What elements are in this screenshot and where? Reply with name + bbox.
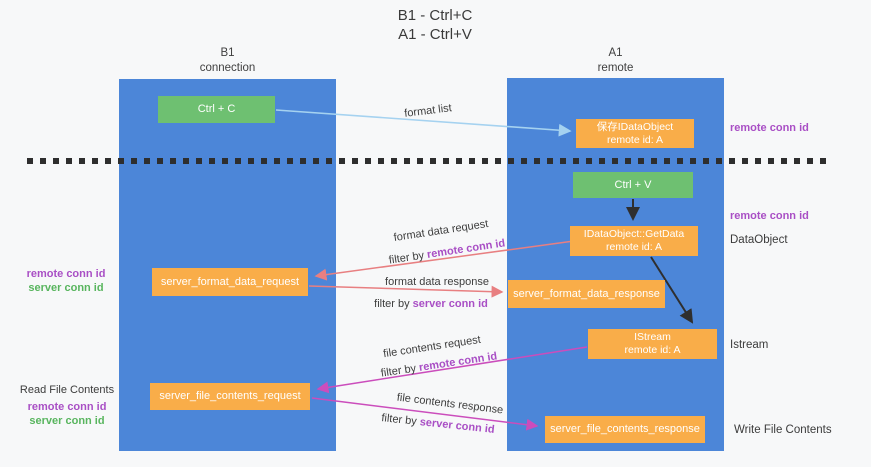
lane-a1-title: A1 xyxy=(608,47,623,59)
annotation-left-remote-conn-id-bottom: remote conn id xyxy=(27,401,107,413)
edge-label-format-data-response: format data response xyxy=(385,276,489,288)
lane-b1-title: B1 xyxy=(220,47,235,59)
node-ctrl-v-label: Ctrl + V xyxy=(614,178,652,191)
annotation-remote-conn-id-top: remote conn id xyxy=(730,122,809,134)
lane-a1-subtitle: remote xyxy=(597,62,634,74)
server-conn-id-text: server conn id xyxy=(419,416,496,436)
annotation-left-server-conn-id-top: server conn id xyxy=(28,282,104,294)
node-save-idataobject: 保存IDataObject remote id: A xyxy=(576,119,694,148)
left-conn-id-group-top: remote conn id server conn id xyxy=(16,267,116,295)
node-istream: IStream remote id: A xyxy=(588,329,717,359)
remote-conn-id-text: remote conn id xyxy=(426,237,506,261)
annotation-remote-conn-id-mid: remote conn id xyxy=(730,210,809,222)
node-server-format-data-request-label: server_format_data_request xyxy=(160,275,300,288)
edge-label-format-data-request: format data request xyxy=(392,218,490,244)
title-line-2: A1 - Ctrl+V xyxy=(398,26,472,43)
edge-label-format-list: format list xyxy=(403,102,453,120)
remote-conn-id-text: remote conn id xyxy=(418,350,498,374)
node-idataobject-getdata: IDataObject::GetData remote id: A xyxy=(570,226,698,256)
diagram-title: B1 - Ctrl+C A1 - Ctrl+V xyxy=(330,6,540,44)
title-line-1: B1 - Ctrl+C xyxy=(397,7,473,24)
dashed-divider-line xyxy=(27,158,833,164)
annotation-istream: Istream xyxy=(730,339,769,351)
node-server-file-contents-response-label: server_file_contents_response xyxy=(550,423,700,435)
node-server-format-data-response-label: server_format_data_response xyxy=(513,287,660,300)
edge-label-file-contents-response-filter: filter by server conn id xyxy=(381,412,495,436)
edge-label-file-contents-response: file contents response xyxy=(396,391,504,417)
annotation-write-file-contents: Write File Contents xyxy=(734,424,832,436)
node-save-idataobject-line2: remote id: A xyxy=(606,133,664,146)
node-idataobject-getdata-line2: remote id: A xyxy=(605,241,663,253)
node-server-file-contents-response: server_file_contents_response xyxy=(545,416,705,443)
annotation-read-file-contents: Read File Contents xyxy=(19,384,115,396)
lane-header-b1: B1 connection xyxy=(119,46,336,76)
node-server-file-contents-request: server_file_contents_request xyxy=(150,383,310,410)
node-ctrl-c: Ctrl + C xyxy=(158,96,275,123)
node-ctrl-v: Ctrl + V xyxy=(573,172,693,198)
annotation-left-server-conn-id-bottom: server conn id xyxy=(29,415,105,427)
node-save-idataobject-line1: 保存IDataObject xyxy=(596,120,674,133)
filter-by-text: filter by xyxy=(388,249,425,267)
node-server-file-contents-request-label: server_file_contents_request xyxy=(159,390,301,402)
filter-by-text: filter by xyxy=(380,412,418,428)
filter-by-text: filter by xyxy=(374,298,410,310)
node-ctrl-c-label: Ctrl + C xyxy=(197,103,236,115)
left-conn-id-group-bottom: Read File Contents remote conn id server… xyxy=(14,383,120,428)
lane-b1-subtitle: connection xyxy=(199,62,256,74)
server-conn-id-text: server conn id xyxy=(412,298,488,310)
filter-by-text: filter by xyxy=(380,362,417,380)
node-server-format-data-response: server_format_data_response xyxy=(508,280,665,308)
annotation-left-remote-conn-id-top: remote conn id xyxy=(26,268,106,280)
node-server-format-data-request: server_format_data_request xyxy=(152,268,308,296)
node-istream-line2: remote id: A xyxy=(624,344,681,356)
edge-label-format-data-response-filter: filter by server conn id xyxy=(374,298,488,310)
node-idataobject-getdata-line1: IDataObject::GetData xyxy=(583,228,685,240)
annotation-dataobject: DataObject xyxy=(730,234,788,246)
lane-header-a1: A1 remote xyxy=(507,46,724,76)
node-istream-line1: IStream xyxy=(634,331,671,343)
